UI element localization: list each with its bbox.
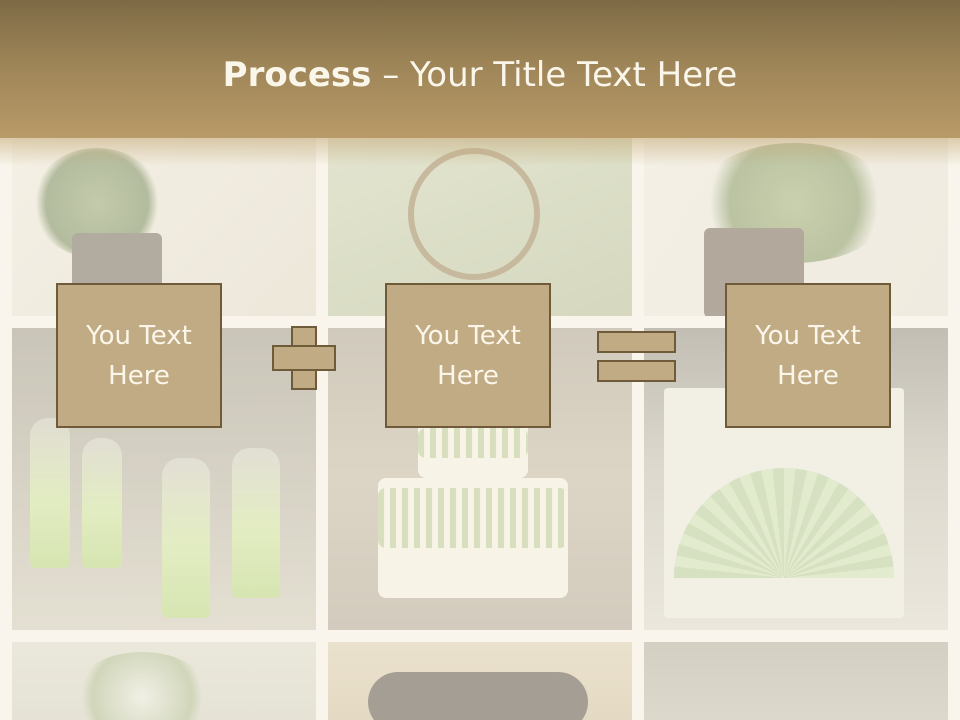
title-bar <box>0 0 960 138</box>
process-box-1[interactable]: You Text Here <box>56 283 222 428</box>
process-box-3[interactable]: You Text Here <box>725 283 891 428</box>
slide-title[interactable]: Process – Your Title Text Here <box>0 54 960 96</box>
title-bar-shadow <box>0 138 960 166</box>
title-bold-part: Process <box>222 55 372 95</box>
process-box-2[interactable]: You Text Here <box>385 283 551 428</box>
process-box-1-text: You Text Here <box>86 320 192 391</box>
process-box-2-text: You Text Here <box>415 320 521 391</box>
process-box-3-text: You Text Here <box>755 320 861 391</box>
title-rest: Your Title Text Here <box>410 55 738 95</box>
title-separator: – <box>371 55 411 95</box>
